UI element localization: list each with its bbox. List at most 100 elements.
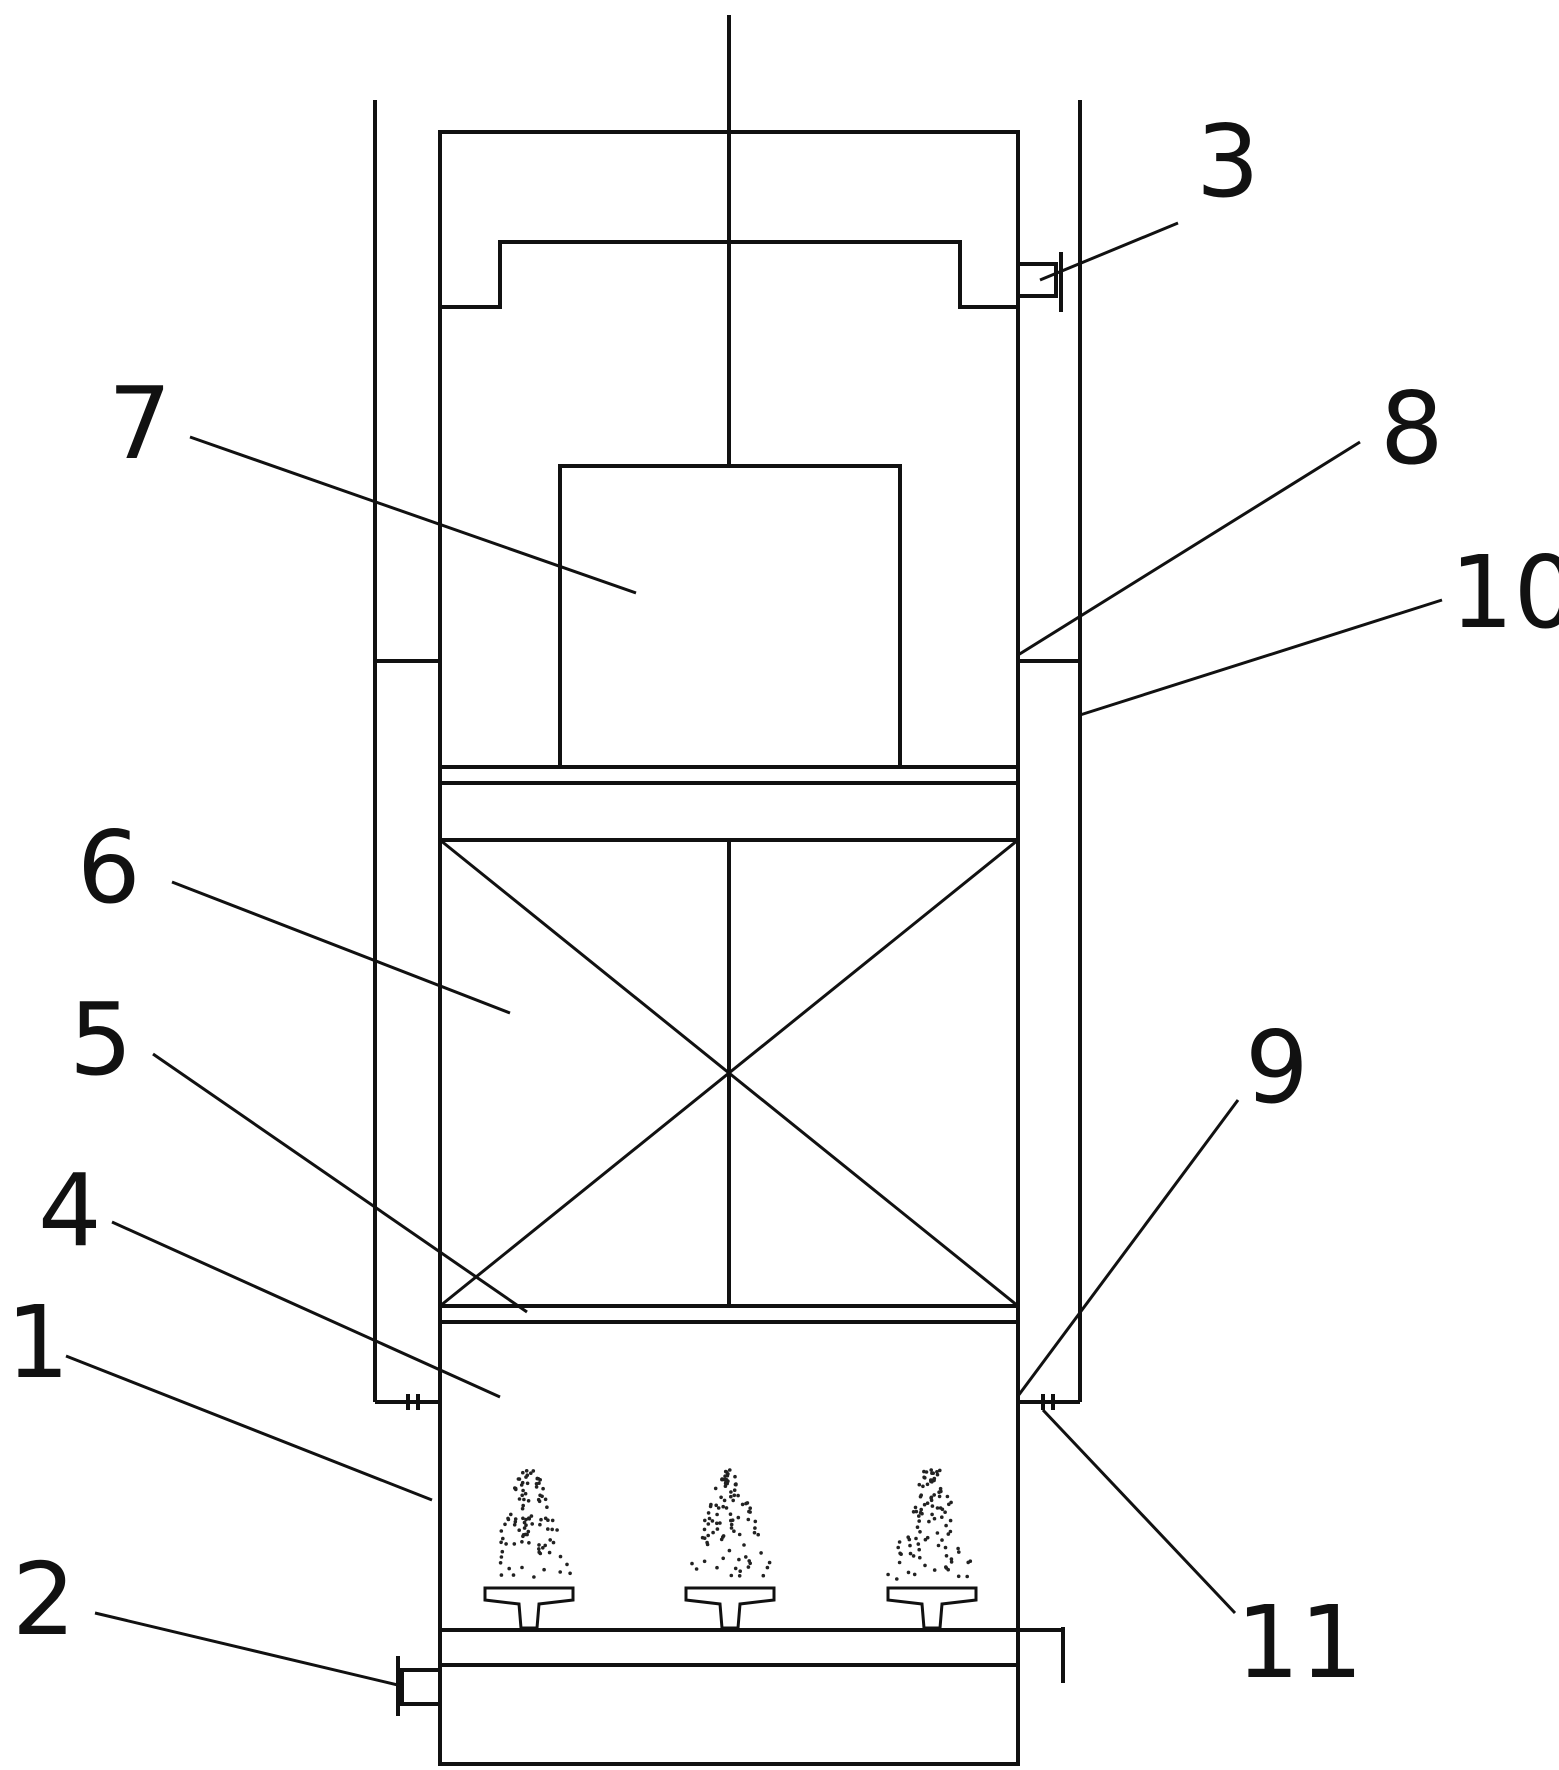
air-bubble	[733, 1566, 738, 1571]
air-bubble	[547, 1550, 552, 1555]
air-bubble	[503, 1522, 507, 1527]
air-bubble	[744, 1555, 748, 1559]
air-bubble	[520, 1565, 524, 1570]
air-bubble	[535, 1476, 540, 1481]
air-bubble	[501, 1536, 505, 1541]
air-bubble	[500, 1549, 505, 1554]
leader-2	[94, 1611, 403, 1688]
air-bubble	[724, 1506, 729, 1510]
diffuser-head	[886, 1586, 978, 1630]
air-bubble	[521, 1470, 525, 1475]
air-bubble	[545, 1505, 549, 1509]
air-bubble	[537, 1547, 541, 1551]
air-bubble	[715, 1521, 719, 1526]
air-bubble	[912, 1572, 917, 1577]
air-bubble	[753, 1526, 757, 1530]
air-bubble	[520, 1540, 524, 1544]
air-bubble	[759, 1551, 763, 1555]
air-bubble	[727, 1548, 732, 1553]
air-bubble	[740, 1502, 745, 1507]
air-bubble	[748, 1506, 752, 1510]
air-bubble	[918, 1530, 922, 1534]
air-bubble	[707, 1516, 712, 1521]
air-bubbles	[498, 1468, 973, 1581]
air-bubble	[721, 1504, 725, 1509]
air-bubble	[738, 1569, 742, 1573]
diffuser-head	[483, 1586, 575, 1630]
leader-9	[1016, 1099, 1240, 1397]
air-bubble	[716, 1506, 721, 1510]
air-bubble	[700, 1535, 705, 1540]
leader-6	[171, 880, 511, 1015]
air-bubble	[938, 1486, 943, 1491]
air-bubble	[520, 1506, 525, 1511]
air-bubble	[913, 1505, 918, 1510]
packing-diagonal-2	[439, 838, 1019, 1308]
air-bubble	[908, 1551, 913, 1556]
air-bubble	[935, 1472, 940, 1477]
air-bubble	[719, 1537, 724, 1542]
air-bubble	[729, 1494, 733, 1499]
air-bubble	[703, 1518, 707, 1523]
air-bubble	[732, 1488, 737, 1492]
air-bubble	[705, 1542, 710, 1547]
air-bubble	[538, 1522, 542, 1527]
air-bubble	[944, 1565, 948, 1569]
air-bubble	[550, 1518, 555, 1523]
air-bubble	[512, 1542, 517, 1546]
air-bubble	[543, 1497, 548, 1502]
air-bubble	[929, 1495, 934, 1500]
air-bubble	[536, 1497, 541, 1502]
air-bubble	[737, 1532, 742, 1537]
air-bubble	[736, 1515, 741, 1520]
air-bubble	[522, 1497, 526, 1502]
air-bubble	[897, 1540, 902, 1544]
air-bubble	[911, 1554, 916, 1558]
air-bubble	[965, 1574, 969, 1579]
air-bubble	[710, 1519, 715, 1523]
air-bubble	[948, 1518, 953, 1523]
air-bubble	[499, 1555, 504, 1559]
air-bubble	[899, 1552, 903, 1556]
air-bubble	[504, 1542, 508, 1546]
air-bubble	[736, 1493, 740, 1498]
settling-box	[558, 464, 902, 769]
air-bubble	[943, 1545, 948, 1550]
air-bubble	[729, 1526, 734, 1530]
air-bubble	[946, 1532, 951, 1536]
air-bubble	[922, 1502, 927, 1507]
outer-jacket	[373, 100, 1082, 1410]
air-bubble	[548, 1538, 552, 1542]
air-bubble	[765, 1565, 770, 1570]
air-bubble	[729, 1522, 734, 1527]
air-bubble	[532, 1575, 536, 1579]
air-bubble	[907, 1537, 912, 1542]
air-bubble	[711, 1530, 715, 1535]
air-bubble	[949, 1560, 954, 1564]
leader-7	[189, 435, 637, 595]
air-bubble	[923, 1537, 928, 1542]
air-bubble	[932, 1516, 937, 1521]
air-bubble	[708, 1504, 713, 1509]
air-bubble	[726, 1479, 730, 1483]
air-bubble	[722, 1498, 727, 1503]
air-bubble	[932, 1476, 937, 1481]
air-bubble	[925, 1501, 930, 1505]
air-bubble	[935, 1531, 940, 1535]
air-bubble	[922, 1475, 926, 1480]
air-bubble	[565, 1562, 569, 1567]
air-bubble	[940, 1538, 944, 1542]
air-bubble	[932, 1493, 936, 1497]
air-bubble	[929, 1468, 933, 1472]
air-bubble	[719, 1495, 723, 1500]
air-bubble	[529, 1471, 533, 1475]
air-bubble	[918, 1555, 922, 1560]
air-bubble	[911, 1510, 916, 1514]
air-bubble	[506, 1516, 510, 1521]
leader-8	[1017, 440, 1361, 657]
air-bubble	[702, 1527, 707, 1532]
air-bubble	[527, 1516, 531, 1520]
air-bubble	[947, 1502, 951, 1507]
air-bubble	[956, 1546, 960, 1551]
air-bubble	[715, 1527, 720, 1531]
